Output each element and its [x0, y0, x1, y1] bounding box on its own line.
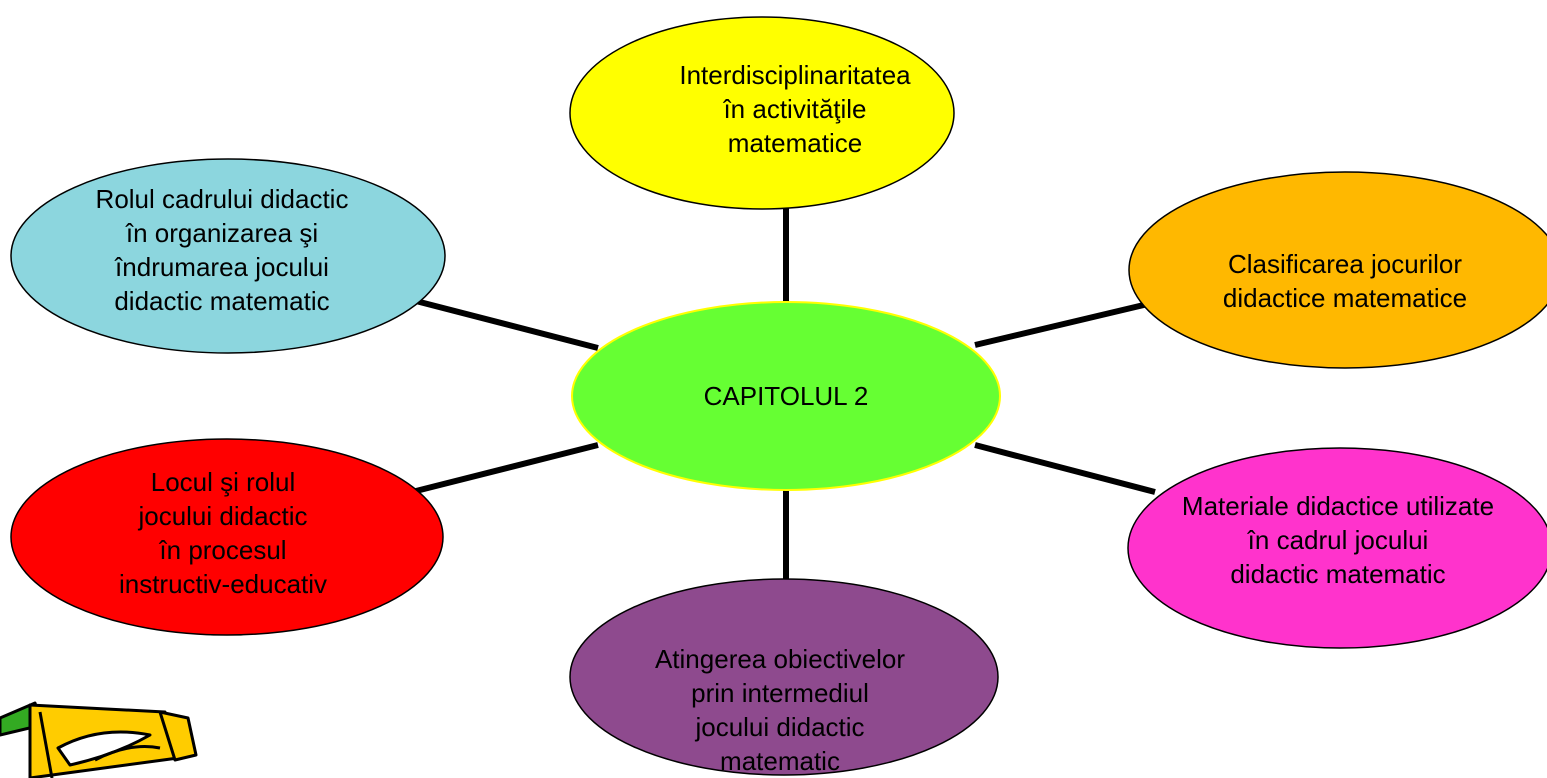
node-label-line: în procesul	[158, 535, 286, 565]
center-shape	[571, 301, 1001, 491]
node-label: Interdisciplinaritatea în activităţile mat…	[679, 60, 911, 158]
node-label-line: didactic matematic	[114, 286, 329, 316]
connector-rolul	[411, 297, 599, 351]
node-interdisciplinaritatea: Interdisciplinaritatea în activităţile mat…	[569, 16, 955, 210]
connector-materiale	[974, 442, 1156, 495]
node-shape	[569, 16, 955, 210]
node-label-line: îndrumarea jocului	[114, 252, 329, 282]
node-label-line: Interdisciplinaritatea	[679, 60, 911, 90]
node-label: Rolul cadrului didactic în organizarea şi…	[96, 184, 349, 316]
node-locul: Locul şi rolul jocului didactic în procesu…	[10, 438, 444, 636]
node-label-line: didactic matematic	[1230, 559, 1445, 589]
node-label-line: prin intermediul	[691, 678, 869, 708]
node-label-line: Materiale didactice utilizate	[1182, 491, 1494, 521]
node-label: Materiale didactice utilizate în cadrul j…	[1182, 491, 1494, 589]
node-label-line: Rolul cadrului didactic	[96, 184, 349, 214]
node-shape	[10, 438, 444, 636]
node-label-line: jocului didactic	[694, 712, 864, 742]
node-materiale: Materiale didactice utilizate în cadrul j…	[1127, 447, 1547, 649]
node-shape	[10, 158, 446, 354]
node-label: Atingerea obiectivelor prin intermediul jo…	[655, 644, 905, 776]
connector-locul	[411, 442, 599, 495]
node-rolul: Rolul cadrului didactic în organizarea şi…	[10, 158, 446, 354]
node-label-line: Clasificarea jocurilor	[1228, 249, 1462, 279]
node-label-line: instructiv-educativ	[119, 569, 327, 599]
center-label: CAPITOLUL 2	[704, 381, 869, 411]
pencil-clipart-icon	[0, 701, 198, 778]
node-label: Clasificarea jocurilor didactice matemati…	[1223, 249, 1467, 313]
connector-clasificarea	[974, 297, 1166, 348]
center-node: CAPITOLUL 2	[571, 301, 1001, 491]
node-label-line: didactice matematice	[1223, 283, 1467, 313]
node-clasificarea: Clasificarea jocurilor didactice matemati…	[1128, 171, 1547, 369]
node-label-line: Atingerea obiectivelor	[655, 644, 905, 674]
node-atingerea: Atingerea obiectivelor prin intermediul jo…	[569, 578, 999, 776]
node-label-line: matematic	[720, 746, 840, 776]
node-label: Locul şi rolul jocului didactic în procesu…	[119, 467, 327, 599]
node-label-line: CAPITOLUL 2	[704, 381, 869, 411]
node-label-line: în organizarea şi	[125, 218, 318, 248]
node-label-line: Locul şi rolul	[151, 467, 296, 497]
node-shape	[1127, 447, 1547, 649]
connectors	[411, 205, 1166, 588]
node-shape	[569, 578, 999, 776]
node-label-line: în activităţile	[722, 94, 866, 124]
node-label-line: în cadrul jocului	[1247, 525, 1429, 555]
node-label-line: jocului didactic	[137, 501, 307, 531]
node-label-line: matematice	[728, 128, 862, 158]
node-shape	[1128, 171, 1547, 369]
